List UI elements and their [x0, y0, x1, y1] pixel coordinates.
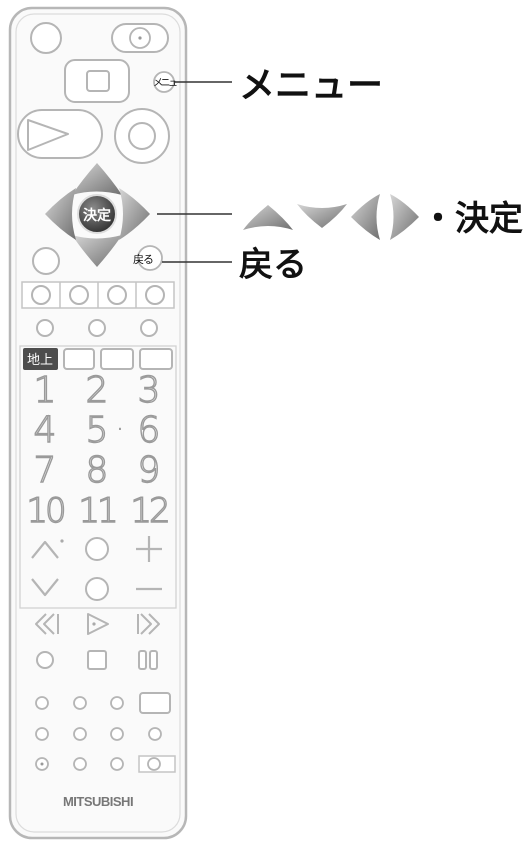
- color-button-3[interactable]: [107, 285, 127, 305]
- top-oval-dot: [138, 36, 142, 40]
- small-round-key[interactable]: [148, 727, 162, 741]
- kettei-button[interactable]: [77, 194, 117, 234]
- remote-inner-edge: [15, 13, 181, 833]
- middle-round-key[interactable]: [85, 577, 109, 601]
- power-button[interactable]: [30, 22, 62, 54]
- pause-icon[interactable]: [149, 650, 158, 670]
- small-round-key[interactable]: [35, 696, 49, 710]
- number-key-3[interactable]: 3: [137, 369, 161, 411]
- bs-button[interactable]: [63, 348, 95, 370]
- down-arrow-symbol: [297, 204, 347, 228]
- cs2-button[interactable]: [139, 348, 173, 370]
- number-key-2[interactable]: 2: [85, 369, 109, 411]
- number-pad-panel: [19, 345, 177, 609]
- stop-key[interactable]: [36, 651, 54, 669]
- small-round-key[interactable]: [110, 727, 124, 741]
- number-key-7[interactable]: 7: [33, 449, 57, 491]
- play-shape-key[interactable]: [17, 109, 103, 159]
- up-arrow-button[interactable]: [72, 163, 122, 195]
- down-arrow-button[interactable]: [72, 235, 122, 267]
- cs1-button[interactable]: [100, 348, 134, 370]
- up-arrow-symbol: [243, 205, 293, 230]
- color-button-2[interactable]: [69, 285, 89, 305]
- back-label: 戻る: [239, 245, 307, 285]
- dot-separator: ·: [117, 419, 123, 440]
- small-round-key[interactable]: [35, 727, 49, 741]
- kettei-button-text: 決定: [83, 207, 111, 224]
- channel-up-icon[interactable]: [31, 540, 59, 559]
- terrestrial-button-text: 地上: [27, 353, 53, 368]
- back-button-text: 戻る: [133, 253, 153, 266]
- back-button[interactable]: [137, 245, 163, 271]
- small-round-key[interactable]: [73, 696, 87, 710]
- terrestrial-button[interactable]: [23, 348, 58, 370]
- number-key-8[interactable]: 8: [85, 449, 109, 491]
- stop-icon[interactable]: [87, 650, 107, 670]
- play-icon: [27, 119, 69, 151]
- nav-label: ・決定: [421, 199, 523, 239]
- number-key-9[interactable]: 9: [137, 449, 161, 491]
- small-round-key[interactable]: [88, 319, 106, 337]
- small-round-key[interactable]: [110, 757, 124, 771]
- right-arrow-button[interactable]: [119, 188, 150, 240]
- number-key-5[interactable]: 5: [85, 409, 109, 451]
- rewind-icon[interactable]: [35, 613, 59, 635]
- rect-key[interactable]: [139, 692, 171, 714]
- number-key-6[interactable]: 6: [137, 409, 161, 451]
- square-key-icon: [86, 70, 110, 92]
- brand-logo: MITSUBISHI: [63, 794, 133, 809]
- left-arrow-button[interactable]: [45, 188, 76, 240]
- volume-up-icon[interactable]: [136, 536, 162, 562]
- number-key-4[interactable]: 4: [33, 409, 57, 451]
- number-keys: 1 2 3 4 5 · 6 7 8 9 10 11 12: [26, 369, 172, 531]
- fast-forward-icon[interactable]: [137, 613, 160, 635]
- channel-dot: [60, 539, 64, 543]
- round-key-ring: [128, 122, 156, 150]
- middle-round-key[interactable]: [85, 537, 109, 561]
- channel-down-icon[interactable]: [31, 578, 59, 597]
- pause-icon[interactable]: [138, 650, 147, 670]
- left-arrow-symbol: [351, 194, 380, 240]
- play-dot: [92, 622, 96, 626]
- small-round-key[interactable]: [110, 696, 124, 710]
- nav-arrow-symbols: [243, 194, 419, 240]
- color-button-1[interactable]: [31, 285, 51, 305]
- color-button-4[interactable]: [145, 285, 165, 305]
- right-arrow-symbol: [390, 194, 419, 240]
- small-round-key[interactable]: [140, 319, 158, 337]
- play-icon[interactable]: [87, 613, 109, 635]
- round-small-key[interactable]: [32, 247, 60, 275]
- menu-label: メニュー: [239, 65, 383, 106]
- small-round-key[interactable]: [73, 727, 87, 741]
- small-round-key[interactable]: [36, 319, 54, 337]
- menu-button-text: メニュー: [153, 78, 184, 89]
- number-key-12[interactable]: 12: [130, 490, 172, 531]
- round-key[interactable]: [114, 108, 170, 164]
- number-key-11[interactable]: 11: [78, 490, 120, 531]
- number-key-10[interactable]: 10: [26, 490, 68, 531]
- square-key[interactable]: [64, 59, 130, 103]
- number-key-1[interactable]: 1: [33, 369, 57, 411]
- small-round-key[interactable]: [73, 757, 87, 771]
